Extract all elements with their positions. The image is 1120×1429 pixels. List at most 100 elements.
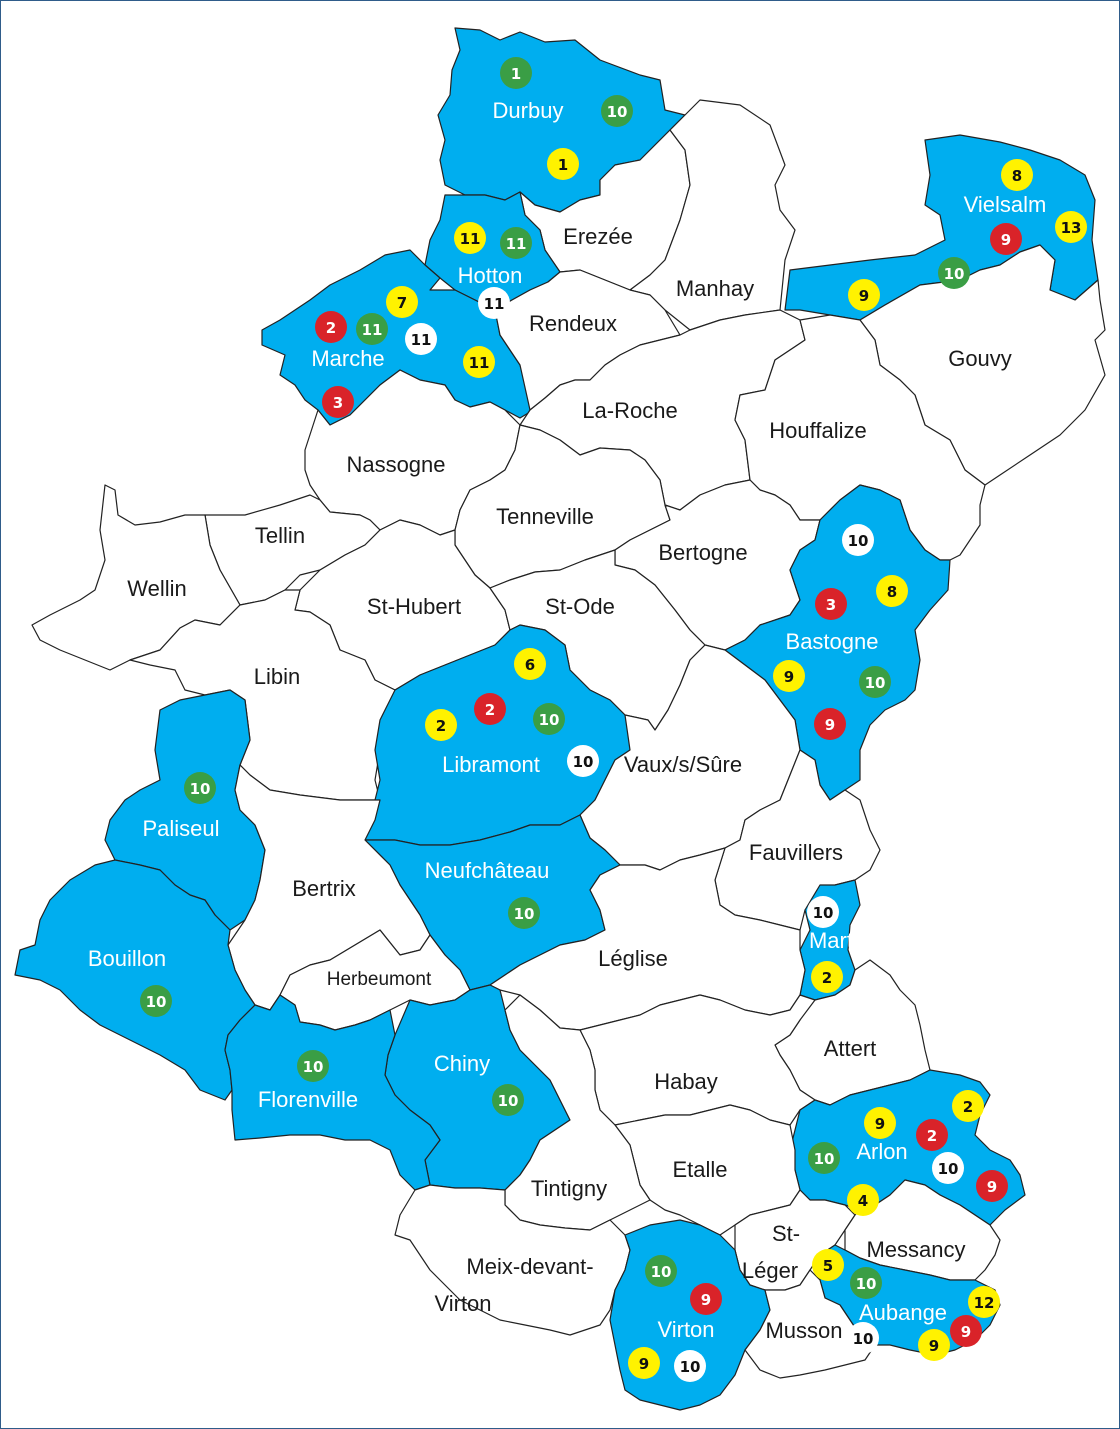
- marker-value: 10: [856, 1275, 877, 1293]
- marker-bastogne-3: 8: [876, 575, 908, 607]
- marker-vielsalm-1: 8: [1001, 159, 1033, 191]
- marker-libramont-5: 10: [567, 745, 599, 777]
- marker-value: 3: [333, 394, 343, 412]
- marker-hotton-1: 11: [454, 222, 486, 254]
- marker-paliseul-1: 10: [184, 772, 216, 804]
- marker-circle: [968, 1286, 1000, 1318]
- marker-florenville-1: 10: [297, 1050, 329, 1082]
- marker-arlon-5: 10: [932, 1152, 964, 1184]
- marker-arlon-4: 10: [808, 1142, 840, 1174]
- marker-circle: [356, 313, 388, 345]
- municipality-labels: DurbuyErezéeHottonManhayVielsalmMarcheRe…: [88, 98, 1047, 1343]
- municipality-label-etalle: Etalle: [672, 1157, 727, 1182]
- marker-value: 3: [826, 596, 836, 614]
- marker-neufchateau-1: 10: [508, 897, 540, 929]
- marker-value: 2: [436, 717, 446, 735]
- marker-value: 2: [326, 319, 336, 337]
- marker-value: 7: [397, 294, 407, 312]
- marker-value: 1: [511, 65, 521, 83]
- marker-arlon-7: 4: [847, 1184, 879, 1216]
- marker-libramont-3: 2: [425, 709, 457, 741]
- marker-value: 11: [362, 321, 383, 339]
- marker-circle: [474, 693, 506, 725]
- municipality-label-stleger-line1: St-: [772, 1221, 800, 1246]
- marker-vielsalm-3: 9: [990, 223, 1022, 255]
- municipality-label-herbeumont: Herbeumont: [327, 969, 432, 990]
- marker-circle: [952, 1090, 984, 1122]
- marker-value: 10: [813, 904, 834, 922]
- marker-value: 10: [573, 753, 594, 771]
- municipality-label-musson: Musson: [765, 1318, 842, 1343]
- municipality-label-attert: Attert: [824, 1036, 877, 1061]
- marker-value: 9: [875, 1115, 885, 1133]
- marker-value: 9: [639, 1355, 649, 1373]
- municipality-label-tintigny: Tintigny: [531, 1176, 607, 1201]
- marker-circle: [322, 386, 354, 418]
- municipality-label-marche: Marche: [311, 346, 384, 371]
- marker-value: 10: [303, 1058, 324, 1076]
- municipality-label-manhay: Manhay: [676, 276, 754, 301]
- marker-circle: [297, 1050, 329, 1082]
- marker-bastogne-2: 3: [815, 588, 847, 620]
- municipality-label-bouillon: Bouillon: [88, 946, 166, 971]
- marker-martelange-1: 10: [807, 896, 839, 928]
- marker-value: 2: [485, 701, 495, 719]
- marker-circle: [500, 227, 532, 259]
- municipality-label-neufchateau: Neufchâteau: [425, 858, 550, 883]
- marker-circle: [463, 346, 495, 378]
- marker-circle: [815, 588, 847, 620]
- marker-circle: [950, 1315, 982, 1347]
- marker-circle: [425, 709, 457, 741]
- marker-circle: [405, 323, 437, 355]
- marker-value: 2: [927, 1127, 937, 1145]
- marker-value: 11: [484, 295, 505, 313]
- marker-virton-3: 9: [628, 1347, 660, 1379]
- municipality-label-virton: Virton: [657, 1317, 714, 1342]
- municipality-label-wellin: Wellin: [127, 576, 187, 601]
- marker-marche-2: 2: [315, 311, 347, 343]
- municipality-label-libramont: Libramont: [442, 752, 540, 777]
- marker-circle: [847, 1184, 879, 1216]
- marker-circle: [976, 1170, 1008, 1202]
- marker-value: 9: [929, 1337, 939, 1355]
- municipality-label-vaux: Vaux/s/Sûre: [624, 752, 742, 777]
- marker-arlon-2: 2: [916, 1119, 948, 1151]
- marker-value: 10: [848, 532, 869, 550]
- marker-circle: [811, 961, 843, 993]
- municipality-label-stleger-line2: Léger: [742, 1258, 798, 1283]
- marker-circle: [990, 223, 1022, 255]
- marker-circle: [1055, 211, 1087, 243]
- marker-bastogne-4: 9: [773, 660, 805, 692]
- marker-value: 1: [558, 156, 568, 174]
- municipality-label-florenville: Florenville: [258, 1087, 358, 1112]
- marker-virton-1: 10: [645, 1255, 677, 1287]
- marker-vielsalm-2: 13: [1055, 211, 1087, 243]
- marker-circle: [938, 257, 970, 289]
- marker-durbuy-3: 1: [547, 148, 579, 180]
- marker-marche-3: 11: [356, 313, 388, 345]
- municipality-label-meix-line1: Meix-devant-: [466, 1254, 593, 1279]
- municipality-label-vielsalm: Vielsalm: [964, 192, 1047, 217]
- marker-hotton-3: 11: [478, 287, 510, 319]
- marker-value: 10: [514, 905, 535, 923]
- marker-value: 11: [460, 230, 481, 248]
- municipality-area-meix: [394, 1184, 631, 1336]
- municipality-label-sthubert: St-Hubert: [367, 594, 461, 619]
- marker-aubange-1: 5: [812, 1249, 844, 1281]
- municipality-label-rendeux: Rendeux: [529, 311, 617, 336]
- marker-circle: [932, 1152, 964, 1184]
- marker-circle: [674, 1350, 706, 1382]
- marker-circle: [773, 660, 805, 692]
- municipality-label-habay: Habay: [654, 1069, 718, 1094]
- marker-libramont-1: 6: [514, 648, 546, 680]
- marker-martelange-2: 2: [811, 961, 843, 993]
- marker-circle: [850, 1267, 882, 1299]
- marker-circle: [847, 1322, 879, 1354]
- marker-value: 9: [987, 1178, 997, 1196]
- marker-value: 5: [823, 1257, 833, 1275]
- marker-circle: [567, 745, 599, 777]
- marker-value: 10: [539, 711, 560, 729]
- marker-marche-1: 7: [386, 286, 418, 318]
- marker-value: 10: [146, 993, 167, 1011]
